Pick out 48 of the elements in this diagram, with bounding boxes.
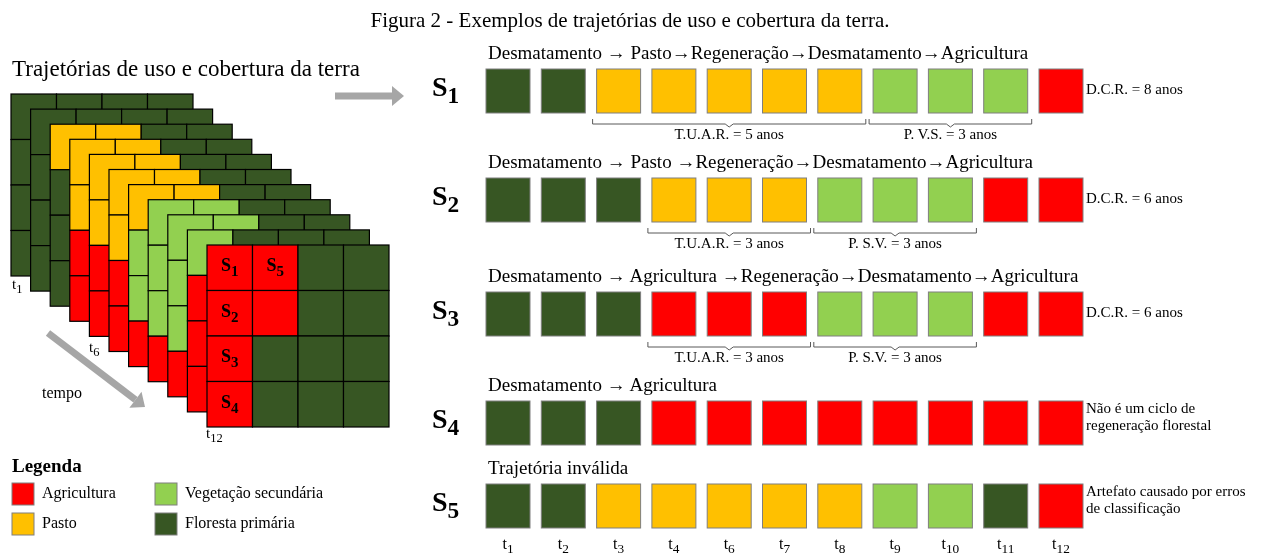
time-label: t$_{12}$ (206, 425, 223, 446)
measure-label: T.U.A.R. = 3 anos (674, 349, 784, 367)
time-label: t$_{6}$ (89, 339, 100, 360)
time-label: t$_{7}$ (778, 535, 791, 557)
figure-title: Figura 2 - Exemplos de trajetórias de uso e cobertura da terra. (370, 8, 890, 33)
pixel-label: S$_{5}$ (266, 255, 284, 280)
time-label: t$_{9}$ (889, 535, 901, 557)
note-text: Não é um ciclo de regeneração florestal (1086, 400, 1213, 435)
measure-label: T.U.A.R. = 3 anos (674, 235, 784, 253)
measure-label: P. S.V. = 3 anos (848, 235, 942, 253)
axis-label: tempo (42, 384, 82, 403)
measure-label: P. V.S. = 3 anos (903, 126, 998, 144)
time-label: t$_{1}$ (502, 535, 514, 557)
legend-label: Vegetação secundária (185, 484, 324, 503)
legend-label: Floresta primária (185, 514, 295, 533)
trajectory-label: Desmatamento → Agricultura (488, 374, 717, 396)
legend-label: Pasto (42, 514, 77, 533)
measure-label: P. S.V. = 3 anos (848, 349, 942, 367)
time-label: t$_{6}$ (723, 535, 735, 557)
time-label: t$_{12}$ (1052, 535, 1070, 557)
pixel-label: S$_{2}$ (221, 300, 239, 326)
note-text: D.C.R. = 8 anos (1086, 81, 1183, 99)
row-label: S$_{3}$ (432, 294, 460, 332)
time-label: t$_{10}$ (941, 535, 960, 557)
pixel-label: S$_{4}$ (221, 391, 239, 417)
note-text: D.C.R. = 6 anos (1086, 190, 1183, 208)
pixel-label: S$_{1}$ (221, 255, 239, 280)
panel-heading: Trajetórias de uso e cobertura da terra (12, 56, 360, 83)
legend-label: Agricultura (42, 484, 116, 503)
row-label: S$_{5}$ (432, 486, 460, 524)
row-label: S$_{4}$ (432, 403, 460, 441)
time-label: t$_{2}$ (557, 535, 569, 557)
trajectory-label: Desmatamento → Pasto →Regeneração→Desmatamento→Agricultura (488, 151, 1034, 173)
time-label: t$_{3}$ (613, 535, 625, 557)
legend-title: Legenda (12, 455, 82, 477)
time-label: t$_{8}$ (834, 535, 846, 557)
measure-label: T.U.A.R. = 5 anos (674, 126, 784, 144)
note-text: D.C.R. = 6 anos (1086, 304, 1183, 322)
time-label: t$_{1}$ (12, 276, 23, 297)
pixel-label: S$_{3}$ (221, 346, 239, 371)
time-label: t$_{11}$ (997, 535, 1015, 557)
time-label: t$_{4}$ (668, 535, 680, 557)
trajectory-label: Trajetória inválida (488, 457, 629, 479)
note-text: Artefato causado por erros de classificação (1086, 483, 1247, 518)
trajectory-label: Desmatamento → Agricultura →Regeneração→Desmatamento→Agricultura (488, 265, 1079, 287)
row-label: S$_{2}$ (432, 180, 460, 218)
row-label: S$_{1}$ (432, 71, 460, 109)
trajectory-label: Desmatamento → Pasto→Regeneração→Desmatamento→Agricultura (488, 42, 1029, 64)
